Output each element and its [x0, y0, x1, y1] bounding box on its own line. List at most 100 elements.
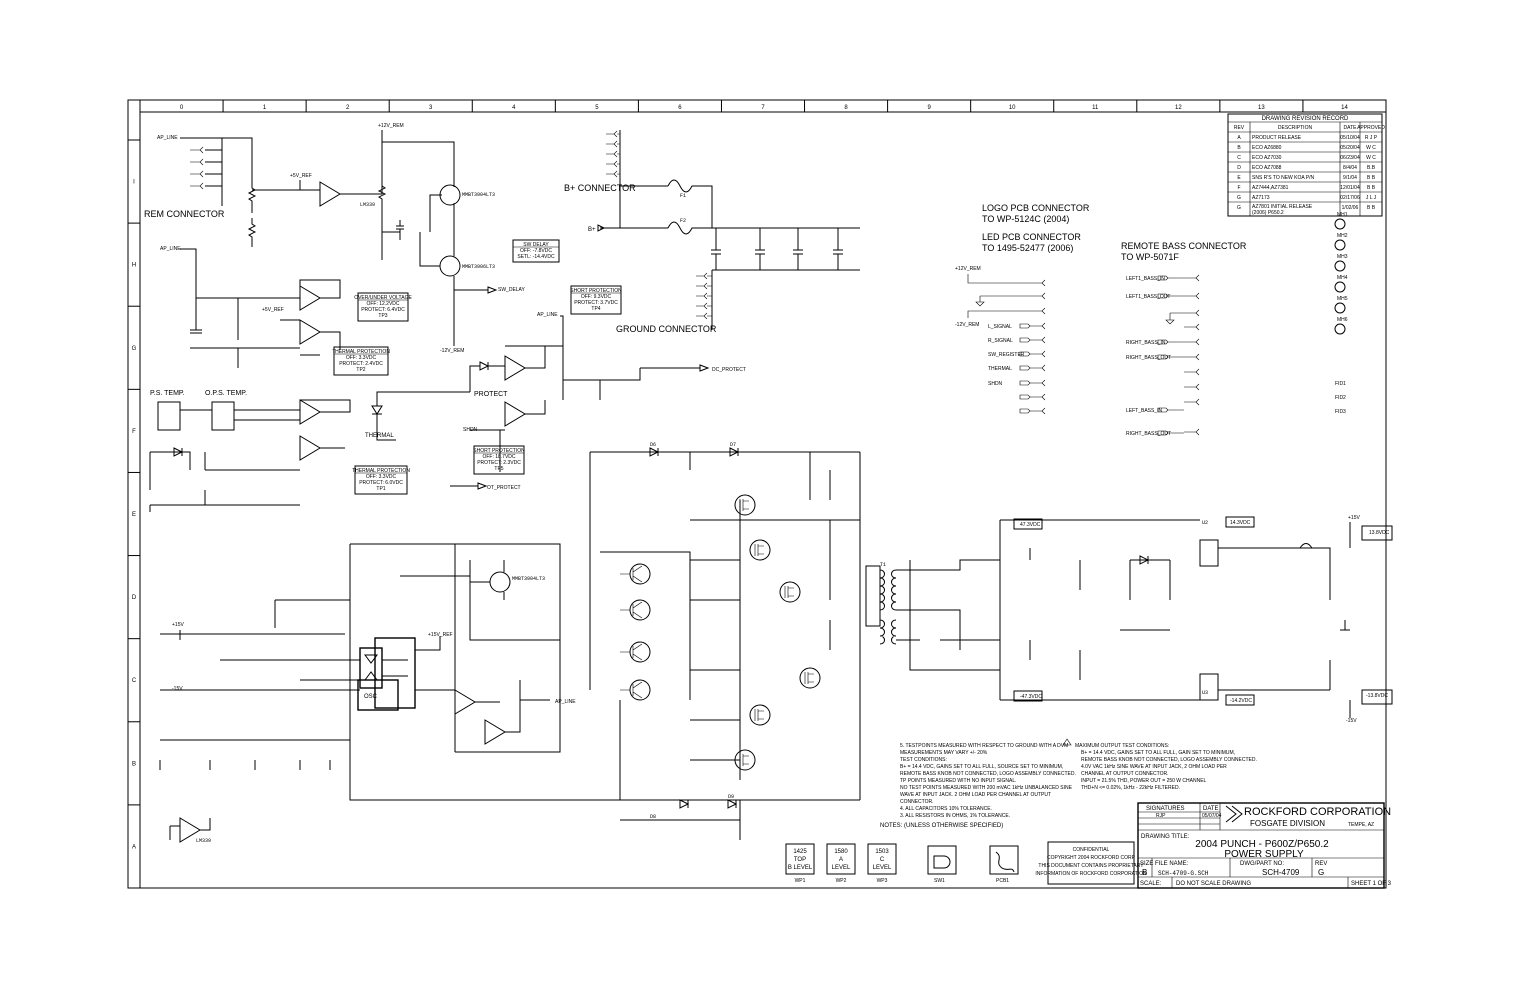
revision-rev: G	[1237, 205, 1241, 211]
revision-approved: B B	[1367, 205, 1376, 211]
bplus-net: B+	[588, 227, 596, 233]
revision-date: 05/20/04	[1340, 145, 1360, 151]
m15v-label-1: -15V	[172, 686, 183, 692]
level-box-id: 1425	[793, 849, 807, 855]
box-line: OFF: 9.3VDC	[581, 294, 612, 300]
mosfet-icon	[779, 581, 801, 603]
t1-label: T1	[880, 562, 886, 568]
switching-section: D6 D7 D8 D9	[589, 442, 861, 840]
shdn-label: SHDN	[463, 427, 478, 433]
mounting-hole-label: MH2	[1337, 233, 1348, 239]
protect-label: PROTECT	[474, 391, 508, 398]
title-block: SIGNATURES DATE RJP 05/07/04 ROCKFORD CO…	[1137, 802, 1392, 889]
sheet-number: SHEET 1 OF 3	[1351, 881, 1392, 887]
row-marker: F	[132, 429, 136, 435]
row-marker: E	[132, 512, 136, 518]
row-marker: C	[132, 678, 137, 684]
box-line: SHORT PROTECTION	[473, 448, 525, 454]
revision-approved: B.B	[1367, 165, 1376, 171]
led-pcb-1: LED PCB CONNECTOR	[982, 232, 1081, 242]
sw-delay-net: SW_DELAY	[498, 287, 526, 293]
q1-label: MMBT3904LT3	[462, 192, 495, 198]
box-line: SW DELAY	[523, 242, 549, 248]
box-line: PROTECT: 2.3VDC	[477, 460, 521, 466]
note-line: REMOTE BASS KNOB NOT CONNECTED, LOGO ASS…	[900, 771, 1076, 777]
bass-pin-label: RIGHT_BASS_OUT	[1126, 431, 1171, 437]
revision-approved: R J P	[1365, 135, 1378, 141]
svg-text:LM339: LM339	[196, 838, 211, 844]
osc-label: OSC	[364, 694, 378, 700]
copyright-line: COPYRIGHT 2004 ROCKFORD CORP	[1047, 855, 1136, 861]
revision-title: DRAWING REVISION RECORD	[1262, 116, 1349, 122]
bass-pin-label: RIGHT_BASS_IN	[1126, 340, 1166, 346]
mosfet-icon	[734, 494, 756, 516]
m12v-rem-label: -12V_REM	[440, 348, 464, 354]
ps-temp-label: P.S. TEMP.	[150, 390, 185, 397]
row-marker: H	[132, 263, 136, 269]
column-marker: 5	[595, 105, 599, 111]
revision-desc: AZ7173	[1252, 195, 1270, 201]
protect-section: PROTECT AP_LINE SHDN SHORT PROTECTIONOFF…	[450, 285, 746, 491]
spare-comparator: LM339	[169, 817, 211, 844]
date-label: DATE	[1203, 806, 1219, 812]
revision-approved: B B	[1367, 185, 1376, 191]
copyright-box: CONFIDENTIAL COPYRIGHT 2004 ROCKFORD CORP…	[1035, 841, 1147, 885]
level-box-id: 1580	[834, 849, 848, 855]
revision-rev: A	[1237, 135, 1241, 141]
revision-date: 8/4/04	[1343, 165, 1357, 171]
drawing-title-label: DRAWING TITLE:	[1141, 834, 1190, 840]
notes-header: NOTES: (UNLESS OTHERWISE SPECIFIED)	[880, 823, 1003, 829]
rem-connector-label: REM CONNECTOR	[144, 209, 225, 219]
note-line: 4.0V VAC 1kHz SINE WAVE AT INPUT JACK, 2…	[1081, 764, 1227, 770]
copyright-line: CONFIDENTIAL	[1073, 847, 1110, 853]
fiducial-label: FID3	[1335, 409, 1346, 415]
ap-line-label-2: AP_LINE	[160, 246, 181, 252]
level-box-ref: WP3	[877, 878, 888, 884]
rail-m13-label: -13.8VDC	[1366, 693, 1388, 699]
logo-pcb-1: LOGO PCB CONNECTOR	[982, 203, 1090, 213]
regulator-section: U2 U3 47.3VDC -47.3VDC 14.3VDC -14.2VDC …	[1013, 515, 1393, 724]
note-line: 3. ALL RESISTORS IN OHMS, 1% TOLERANCE.	[900, 813, 1010, 819]
rail-p13-label: 13.8VDC	[1369, 530, 1390, 536]
mounting-hole-label: MH5	[1337, 296, 1348, 302]
note-line: TP POINTS MEASURED WITH NO INPUT SIGNAL.	[900, 778, 1017, 784]
row-marker: D	[132, 595, 137, 601]
level-box-line1: C	[880, 857, 885, 863]
copyright-line: THIS DOCUMENT CONTAINS PROPRIETARY	[1038, 863, 1144, 869]
company-name: ROCKFORD CORPORATION	[1244, 806, 1391, 818]
level-box-line2: LEVEL	[873, 865, 892, 871]
p15v-label-2: +15V	[1348, 515, 1360, 521]
revision-date: 06/23/04	[1340, 155, 1360, 161]
box-line: OFF: 3.3VDC	[346, 355, 377, 361]
column-marker: 13	[1258, 105, 1265, 111]
revision-desc: PRODUCT RELEASE	[1252, 135, 1302, 141]
note-line: B+ = 14.4 VDC, GAINS SET TO ALL FULL, GA…	[1081, 750, 1235, 756]
m15v-label-2: -15V	[1346, 718, 1357, 724]
revision-rev: B	[1237, 145, 1241, 151]
copyright-line: INFORMATION OF ROCKFORD CORPORATION	[1035, 871, 1147, 877]
fuse-f1-label: F1	[680, 193, 686, 199]
mounting-hole-icon	[1334, 218, 1346, 230]
led-pin-label: SW_REGISTER	[988, 352, 1025, 358]
revision-date: 12/01/04	[1340, 185, 1360, 191]
diode-d6-label: D6	[650, 442, 656, 448]
transformer-section: T1	[865, 519, 1200, 701]
box-line: TP5	[494, 466, 503, 472]
revision-rev: C	[1237, 155, 1241, 161]
row-marker: G	[132, 346, 137, 352]
revision-approved: B B	[1367, 175, 1376, 181]
revision-date: 9/1/04	[1343, 175, 1357, 181]
level-box-ref: WP2	[836, 878, 847, 884]
box-line: THERMAL PROTECTION	[352, 468, 410, 474]
note-line: WAVE AT INPUT JACK. 2 OHM LOAD PER CHANN…	[900, 792, 1051, 798]
